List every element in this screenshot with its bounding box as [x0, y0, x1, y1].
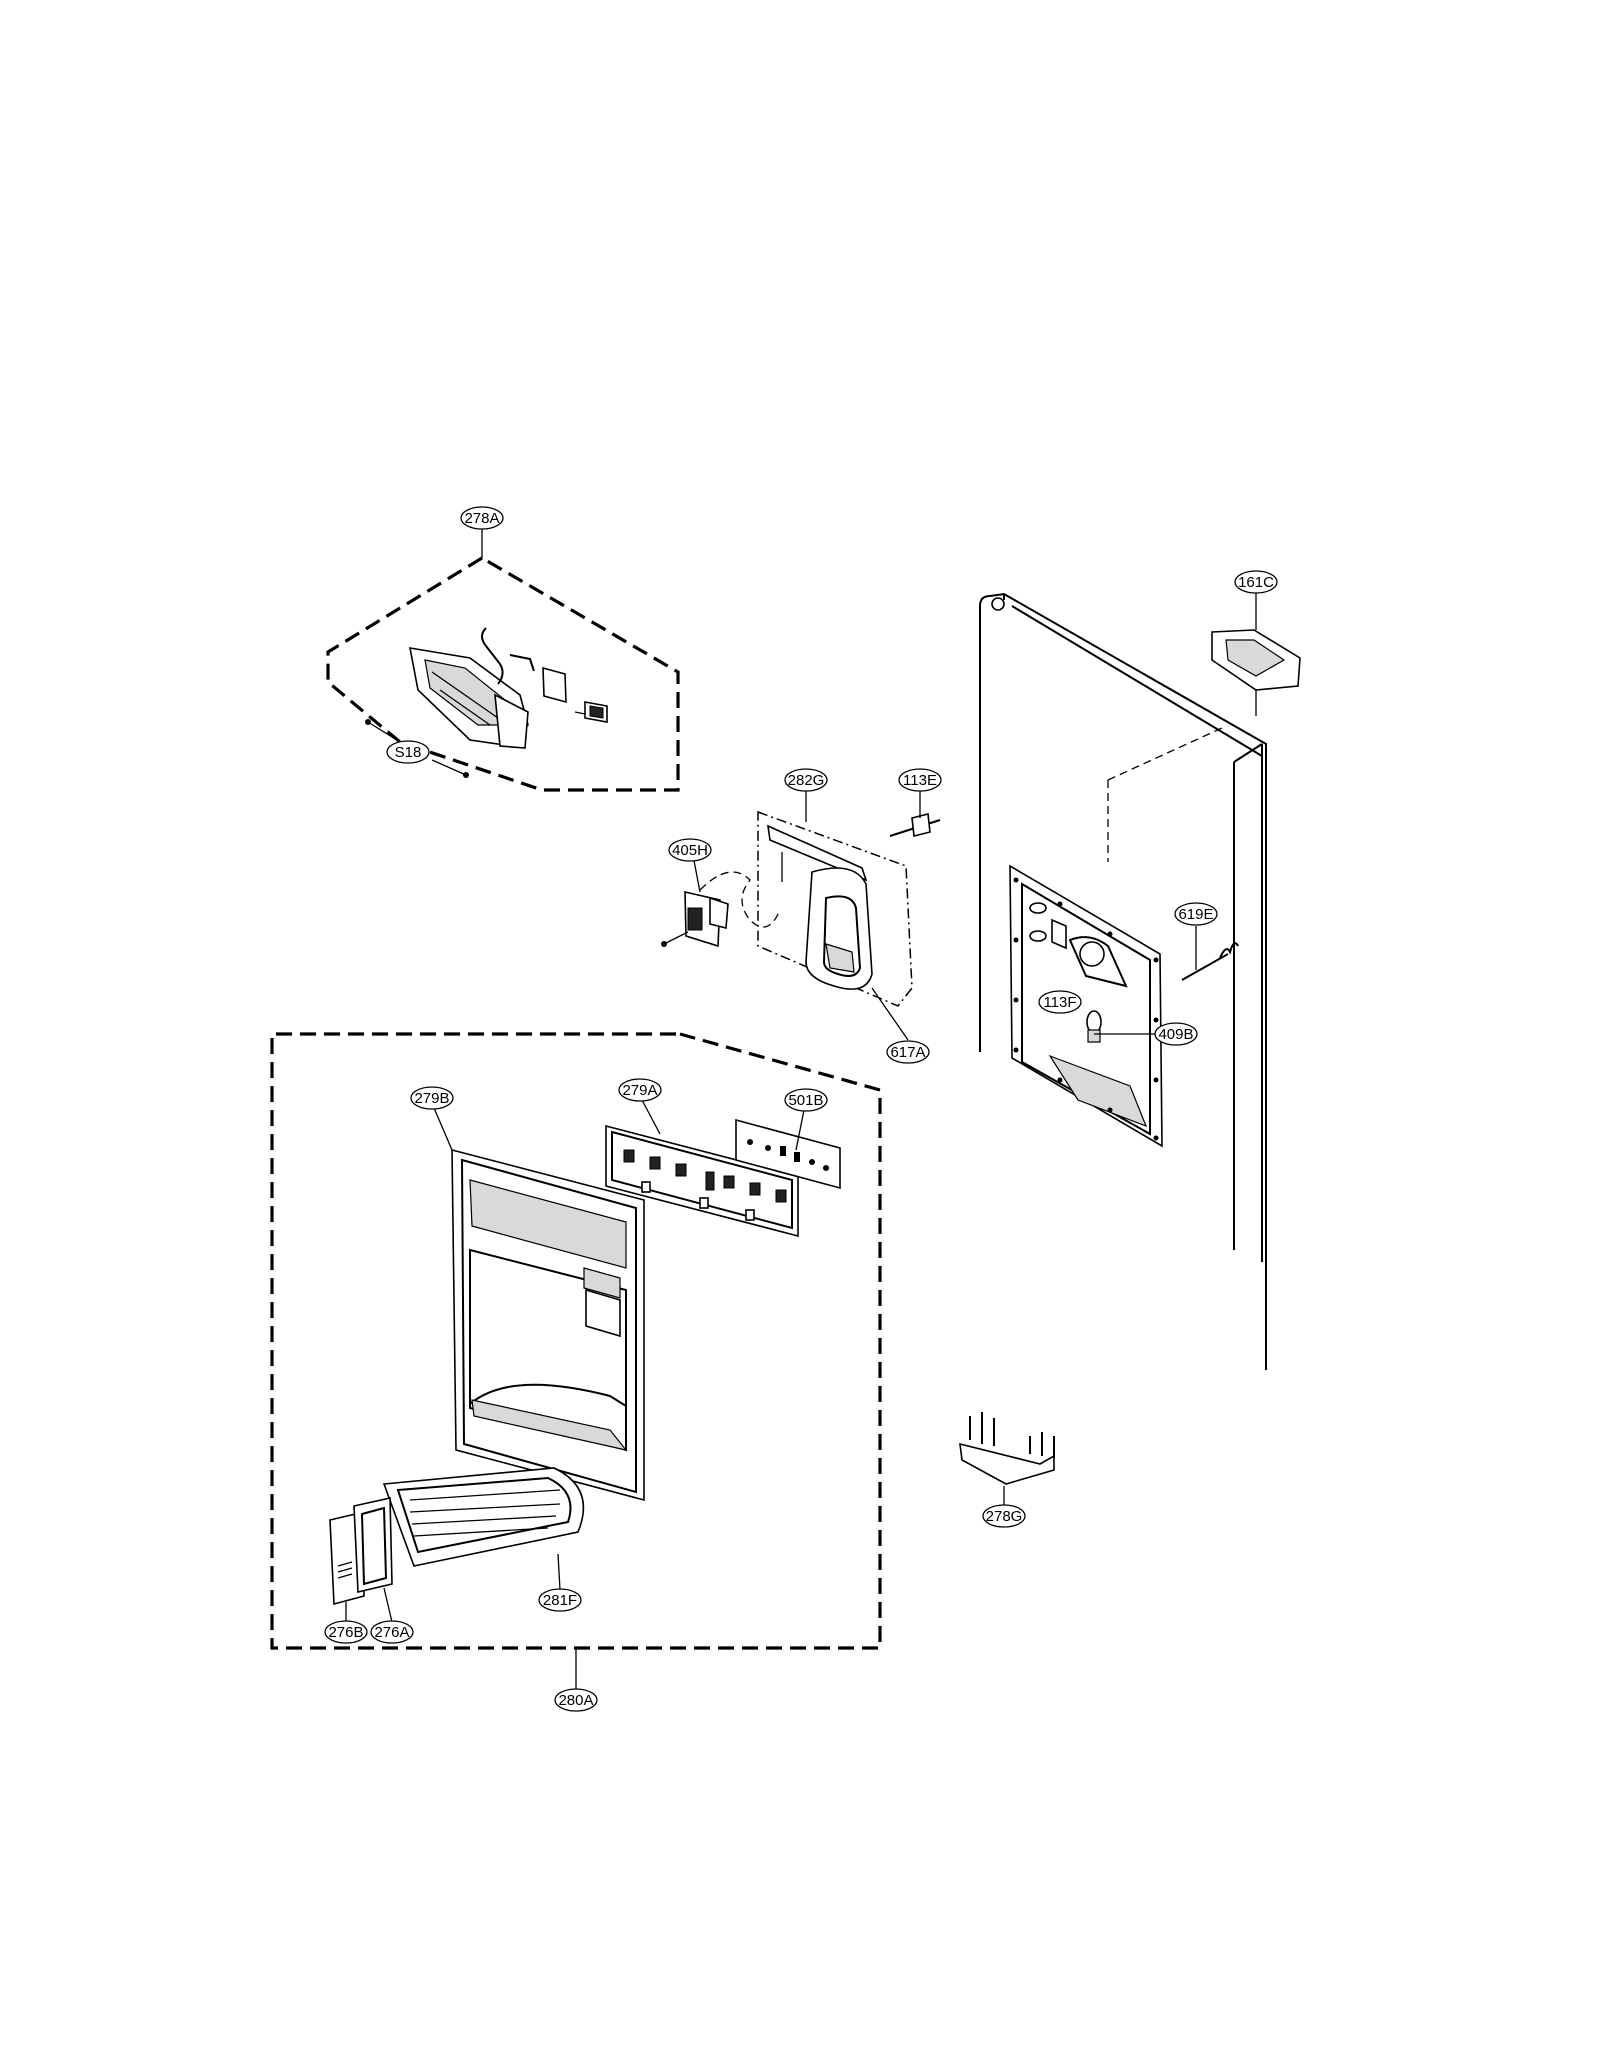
switch-part: [574, 701, 608, 723]
lamp-409b-part: [1086, 1010, 1102, 1043]
svg-text:278G: 278G: [986, 1508, 1023, 1525]
callout-113f: 113F: [1038, 990, 1082, 1014]
dispenser-module-282g: [699, 790, 913, 1041]
svg-text:279A: 279A: [622, 1082, 657, 1099]
svg-text:279B: 279B: [414, 1090, 449, 1107]
panel-279a-part: [605, 1099, 799, 1238]
cap-161c-part: [1211, 592, 1301, 716]
callout-276b: 276B: [324, 1620, 368, 1644]
callout-276a: 276A: [370, 1620, 414, 1644]
svg-text:280A: 280A: [558, 1692, 593, 1709]
assembly-280a: [270, 1032, 882, 1690]
callout-278a: 278A: [460, 506, 504, 530]
ice-housing-part: [408, 647, 529, 749]
svg-text:113F: 113F: [1043, 994, 1076, 1011]
drip-tray-281f-part: [382, 1467, 585, 1591]
frame-279b-part: [433, 1107, 645, 1502]
screw-part: [365, 719, 469, 778]
assembly-278a: [326, 528, 680, 792]
callout-113e: 113E: [898, 768, 942, 792]
pad-part: [542, 666, 567, 704]
svg-text:282G: 282G: [788, 772, 825, 789]
svg-text:278A: 278A: [464, 510, 499, 527]
callout-s18: S18: [386, 740, 430, 764]
svg-text:501B: 501B: [788, 1092, 823, 1109]
panel-buttons: [623, 1149, 787, 1203]
wire-bracket-part: [481, 627, 535, 685]
callout-281f: 281F: [538, 1588, 582, 1612]
callout-617a: 617A: [886, 1040, 930, 1064]
svg-text:405H: 405H: [672, 842, 708, 859]
svg-text:619E: 619E: [1178, 906, 1213, 923]
pcb-501b-part: [735, 1109, 841, 1190]
callout-282g: 282G: [784, 768, 828, 792]
switch-405h-part: [661, 849, 729, 948]
screw-113e-part: [889, 790, 941, 837]
svg-text:276A: 276A: [374, 1624, 409, 1641]
svg-text:281F: 281F: [543, 1592, 577, 1609]
callout-161c: 161C: [1234, 570, 1278, 594]
callout-280a: 280A: [554, 1688, 598, 1712]
frame-276a-part: [353, 1497, 393, 1623]
svg-text:409B: 409B: [1158, 1026, 1193, 1043]
bracket-278g-part: [959, 1412, 1055, 1506]
callout-279a: 279A: [618, 1078, 662, 1102]
callout-409b: 409B: [1154, 1022, 1198, 1046]
callout-278g: 278G: [982, 1504, 1026, 1528]
callout-619e: 619E: [1174, 902, 1218, 926]
refrigerator-door: [979, 592, 1267, 1370]
svg-text:113E: 113E: [903, 772, 937, 789]
callout-405h: 405H: [668, 838, 712, 862]
svg-text:S18: S18: [395, 744, 422, 761]
spring-619e-part: [1181, 926, 1239, 981]
flange-holes: [1013, 877, 1159, 1141]
svg-text:617A: 617A: [890, 1044, 925, 1061]
svg-text:276B: 276B: [328, 1624, 363, 1641]
svg-text:161C: 161C: [1238, 574, 1274, 591]
callout-501b: 501B: [784, 1088, 828, 1112]
callout-279b: 279B: [410, 1086, 454, 1110]
